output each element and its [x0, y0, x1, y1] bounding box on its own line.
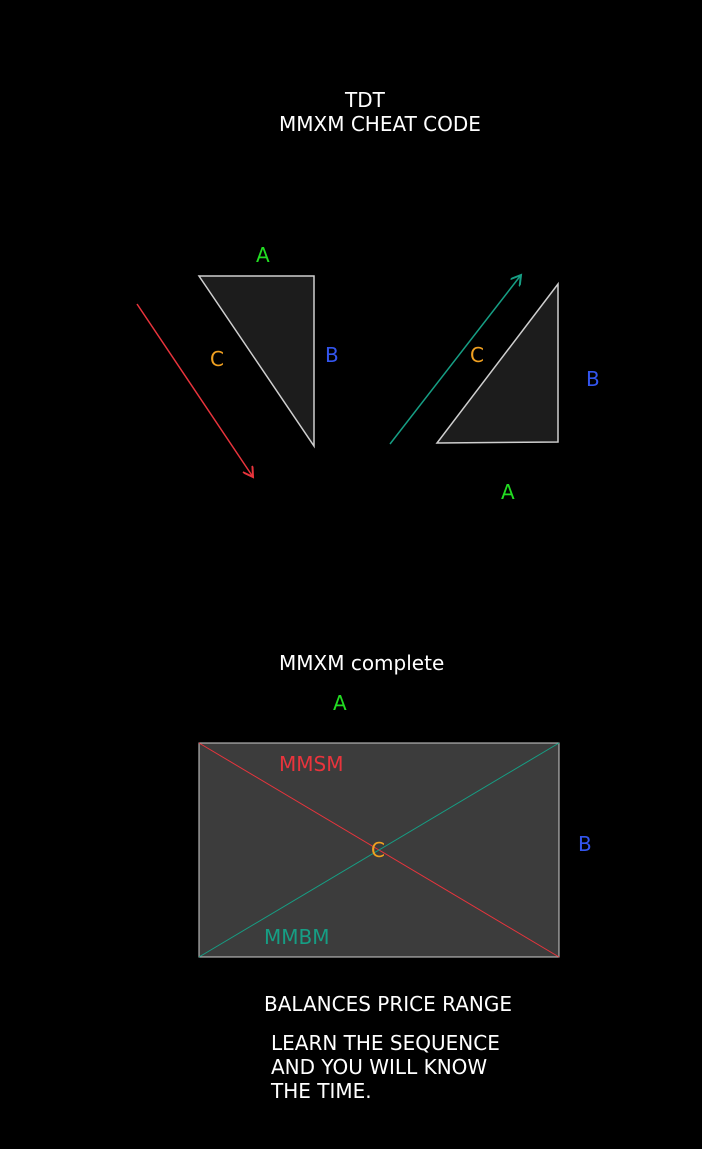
right-label-a: A	[501, 480, 515, 504]
mmbm-diagonal	[198, 742, 560, 958]
right-label-b: B	[586, 367, 600, 391]
complete-title: MMXM complete	[279, 651, 445, 675]
complete-label-a: A	[333, 691, 347, 715]
header-title: TDT	[345, 88, 385, 112]
footer-line-1: LEARN THE SEQUENCE	[271, 1031, 500, 1055]
left-label-a: A	[256, 243, 270, 267]
header-subtitle: MMXM CHEAT CODE	[279, 112, 481, 136]
mmbm-label: MMBM	[264, 925, 330, 949]
left-label-c: C	[210, 347, 224, 371]
left-triangle	[197, 275, 315, 449]
sell-arrow	[136, 303, 253, 477]
right-triangle	[435, 281, 559, 444]
complete-label-b: B	[578, 832, 592, 856]
left-label-b: B	[325, 343, 339, 367]
buy-arrow	[389, 275, 521, 445]
mmsm-label: MMSM	[279, 752, 344, 776]
right-label-c: C	[470, 343, 484, 367]
footer-line-2: AND YOU WILL KNOW	[271, 1055, 488, 1079]
balances-text: BALANCES PRICE RANGE	[264, 992, 512, 1016]
footer-line-3: THE TIME.	[271, 1079, 372, 1103]
complete-label-c: C	[371, 838, 385, 862]
